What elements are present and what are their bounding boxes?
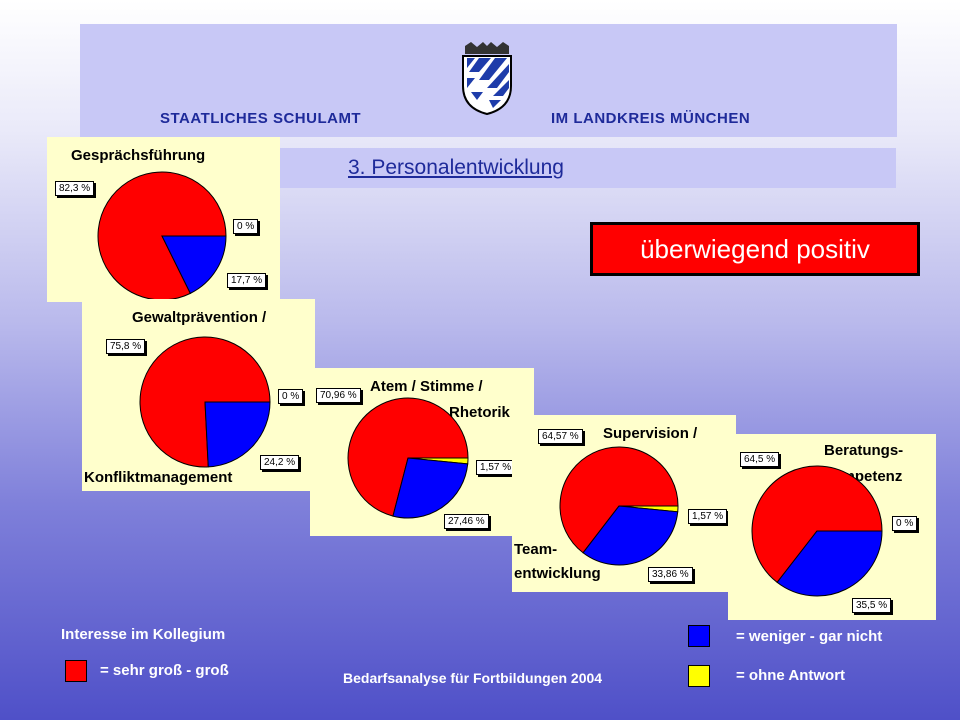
- legend-swatch-red: [65, 660, 87, 682]
- data-label-red: 64,57 %: [538, 429, 583, 444]
- data-label-blue: 17,7 %: [227, 273, 267, 288]
- data-label-blue: 24,2 %: [260, 455, 300, 470]
- pie-chart: [347, 397, 469, 519]
- header-right-text: IM LANDKREIS MÜNCHEN: [551, 110, 751, 127]
- pie-chart: [139, 336, 271, 468]
- subtitle-bar: 3. Personalentwicklung: [280, 148, 896, 188]
- pie-chart: [751, 465, 883, 597]
- pie-slice-blue: [392, 457, 469, 519]
- data-label-yellow: 0 %: [233, 219, 259, 234]
- legend-label-red: = sehr groß - groß: [100, 662, 229, 679]
- pie-slice-red: [751, 465, 883, 584]
- pie-slice-blue: [776, 530, 883, 597]
- chart-title-line2: Team-: [514, 541, 558, 558]
- page-title: 3. Personalentwicklung: [348, 156, 564, 179]
- legend-swatch-yellow: [688, 665, 710, 687]
- chart-title: Supervision /: [603, 425, 698, 442]
- legend-label-yellow: = ohne Antwort: [736, 667, 846, 684]
- data-label-red: 64,5 %: [740, 452, 780, 467]
- header-banner: STAATLICHES SCHULAMT IM LANDKREIS MÜNCHE…: [80, 24, 897, 137]
- chart-panel-gewaltpraevention: Gewaltprävention / 75,8 % 0 % 24,2 % Kon…: [82, 299, 315, 491]
- chart-title-line2: Konfliktmanagement: [84, 469, 233, 486]
- legend-heading: Interesse im Kollegium: [61, 626, 226, 643]
- data-label-red: 75,8 %: [106, 339, 146, 354]
- chart-title: Gewaltprävention /: [132, 309, 267, 326]
- pie-chart: [97, 171, 227, 301]
- result-badge: überwiegend positiv: [590, 222, 920, 276]
- data-label-red: 70,96 %: [316, 388, 361, 403]
- pie-slice-blue: [161, 235, 227, 295]
- chart-title: Atem / Stimme /: [370, 378, 483, 395]
- legend-label-blue: = weniger - gar nicht: [736, 628, 883, 645]
- data-label-blue: 27,46 %: [444, 514, 489, 529]
- data-label-blue: 35,5 %: [852, 598, 892, 613]
- chart-title: Gesprächsführung: [71, 147, 206, 164]
- chart-title: Beratungs-: [824, 442, 904, 459]
- footer-text: Bedarfsanalyse für Fortbildungen 2004: [343, 670, 603, 686]
- data-label-yellow: 0 %: [278, 389, 304, 404]
- data-label-yellow: 0 %: [892, 516, 918, 531]
- pie-slice-red: [559, 446, 679, 554]
- chart-panel-gespraechsfuehrung: Gesprächsführung 82,3 % 0 % 17,7 %: [47, 137, 280, 302]
- chart-title-line2: Rhetorik: [449, 404, 510, 421]
- chart-panel-atem-stimme-rhetorik: Atem / Stimme / Rhetorik 70,96 % 1,57 % …: [310, 368, 534, 536]
- chart-panel-beratungskompetenz: Beratungs- kompetenz 64,5 % 0 % 35,5 %: [728, 434, 936, 620]
- legend-swatch-blue: [688, 625, 710, 647]
- data-label-yellow: 1,57 %: [688, 509, 728, 524]
- pie-chart: [559, 446, 679, 566]
- data-label-yellow: 1,57 %: [476, 460, 516, 475]
- data-label-blue: 33,86 %: [648, 567, 693, 582]
- chart-panel-supervision: Supervision / 64,57 % 1,57 % 33,86 % Tea…: [512, 415, 736, 592]
- chart-title-line3: entwicklung: [514, 565, 601, 582]
- pie-slice-red: [347, 397, 469, 517]
- pie-slice-blue: [582, 505, 679, 566]
- data-label-red: 82,3 %: [55, 181, 95, 196]
- header-left-text: STAATLICHES SCHULAMT: [160, 110, 362, 127]
- bavarian-coat-of-arms-icon: [462, 42, 512, 116]
- pie-slice-blue: [204, 401, 271, 468]
